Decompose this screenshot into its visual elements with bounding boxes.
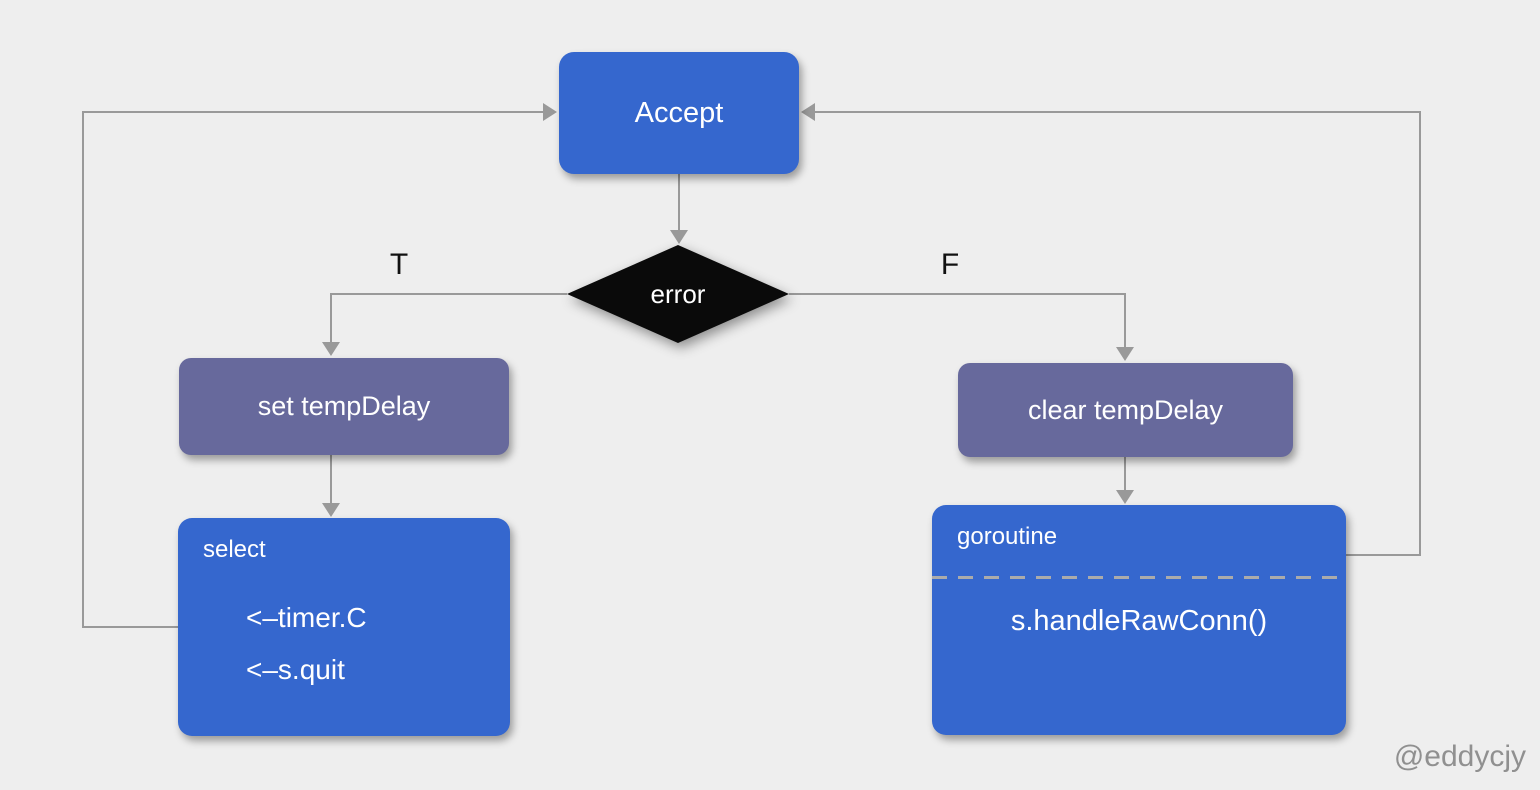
select-title: select xyxy=(203,536,266,563)
select-case-quit: <–s.quit xyxy=(246,654,345,685)
select-case-timer: <–timer.C xyxy=(246,602,367,633)
watermark-credit: @eddycjy xyxy=(1393,740,1526,773)
edge-goroutine-loop-to-accept xyxy=(814,111,1421,556)
branch-label-true: T xyxy=(389,248,409,281)
node-clear-tempdelay: clear tempDelay xyxy=(958,363,1293,457)
set-tempdelay-label: set tempDelay xyxy=(257,391,431,421)
node-error-diamond: error xyxy=(567,245,789,343)
node-set-tempdelay: set tempDelay xyxy=(179,358,509,455)
edge-error-to-set-tempdelay xyxy=(330,293,567,348)
accept-label: Accept xyxy=(634,96,724,129)
edge-error-to-clear-tempdelay xyxy=(789,293,1126,353)
goroutine-title: goroutine xyxy=(957,523,1058,550)
error-diamond-shape xyxy=(567,245,789,343)
goroutine-dashed-divider xyxy=(932,576,1346,579)
arrowhead-into-goroutine xyxy=(1116,490,1134,504)
branch-label-false: F xyxy=(940,248,960,281)
node-select: select <–timer.C <–s.quit xyxy=(178,518,510,736)
arrowhead-into-clear-tempdelay xyxy=(1116,347,1134,361)
edge-select-loop-to-accept xyxy=(82,111,544,628)
arrowhead-left-into-accept xyxy=(543,103,557,121)
node-goroutine: goroutine s.handleRawConn() xyxy=(932,505,1346,735)
arrowhead-into-error xyxy=(670,230,688,244)
node-accept: Accept xyxy=(559,52,799,174)
arrowhead-into-select xyxy=(322,503,340,517)
goroutine-body-call: s.handleRawConn() xyxy=(1010,605,1268,637)
error-label: error xyxy=(650,278,706,309)
arrowhead-right-into-accept xyxy=(801,103,815,121)
clear-tempdelay-label: clear tempDelay xyxy=(1027,394,1224,425)
arrowhead-into-set-tempdelay xyxy=(322,342,340,356)
